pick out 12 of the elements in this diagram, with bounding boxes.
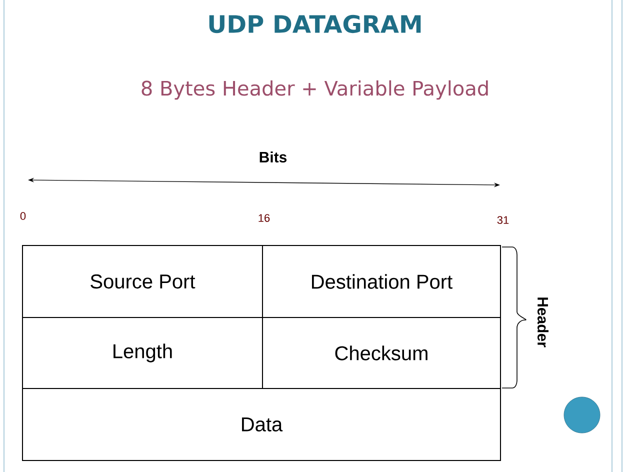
axis-label: Bits — [260, 152, 287, 162]
brace-label: Header — [538, 298, 548, 348]
bit-number: 16 — [258, 214, 270, 222]
bit-number: 0 — [20, 212, 26, 220]
field-cell: Source Port — [22, 245, 263, 318]
bit-number: 31 — [497, 216, 509, 224]
field-cell: Length — [22, 317, 263, 389]
title: UDP DATAGRAM — [209, 14, 421, 34]
subtitle: 8 Bytes Header + Variable Payload — [142, 80, 488, 100]
field-cell: Data — [22, 388, 501, 461]
field-cell: Checksum — [262, 317, 501, 389]
field-cell: Destination Port — [262, 245, 501, 318]
